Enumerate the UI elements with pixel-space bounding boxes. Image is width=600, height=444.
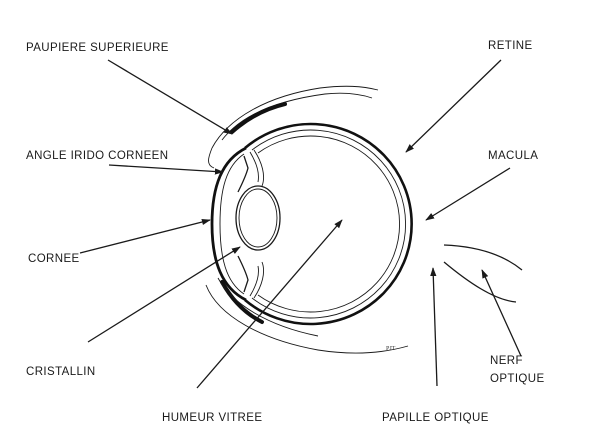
- artist-signature: PJT: [386, 346, 396, 352]
- label-cornee: CORNEE: [28, 253, 80, 265]
- label-paupiere-superieure: PAUPIERE SUPERIEURE: [26, 42, 169, 54]
- optic-nerve-upper: [444, 245, 522, 270]
- label-macula: MACULA: [488, 150, 538, 162]
- iris-lower: [238, 256, 248, 292]
- eye-illustration: PJT: [206, 86, 522, 353]
- lens-capsule: [239, 189, 277, 247]
- cornea-inner: [220, 154, 244, 294]
- upper-eyelid-tip: [209, 148, 215, 168]
- choroid: [252, 130, 406, 318]
- lens: [236, 186, 280, 250]
- pointer-nerf: [482, 270, 521, 356]
- pointer-papille: [433, 268, 437, 386]
- pointer-macula: [426, 168, 510, 220]
- label-optique: OPTIQUE: [490, 373, 545, 385]
- lower-eyelid-margin: [222, 282, 262, 322]
- label-humeur-vitree: HUMEUR VITREE: [162, 412, 262, 424]
- ciliary-body-lower: [250, 262, 264, 298]
- pointer-cornee: [80, 220, 210, 253]
- label-angle-irido-corneen: ANGLE IRIDO CORNEEN: [26, 150, 168, 162]
- sclera-outer: [245, 124, 412, 324]
- label-cristallin: CRISTALLIN: [26, 366, 96, 378]
- pointer-paupiere: [108, 60, 232, 134]
- upper-eyelid-skin: [212, 86, 378, 148]
- labels: PAUPIERE SUPERIEURE ANGLE IRIDO CORNEEN …: [26, 40, 545, 424]
- label-retine: RETINE: [488, 40, 533, 52]
- pointer-retine: [406, 60, 501, 152]
- ciliary-body-upper: [250, 150, 264, 186]
- label-papille-optique: PAPILLE OPTIQUE: [382, 412, 489, 424]
- iris-upper: [238, 156, 248, 192]
- optic-nerve-lower: [444, 262, 516, 302]
- lower-eyelid-inner: [218, 278, 318, 336]
- pointer-angle: [109, 165, 223, 172]
- pointers: [80, 60, 521, 388]
- label-nerf: NERF: [490, 355, 523, 367]
- pointer-cristallin: [88, 247, 240, 342]
